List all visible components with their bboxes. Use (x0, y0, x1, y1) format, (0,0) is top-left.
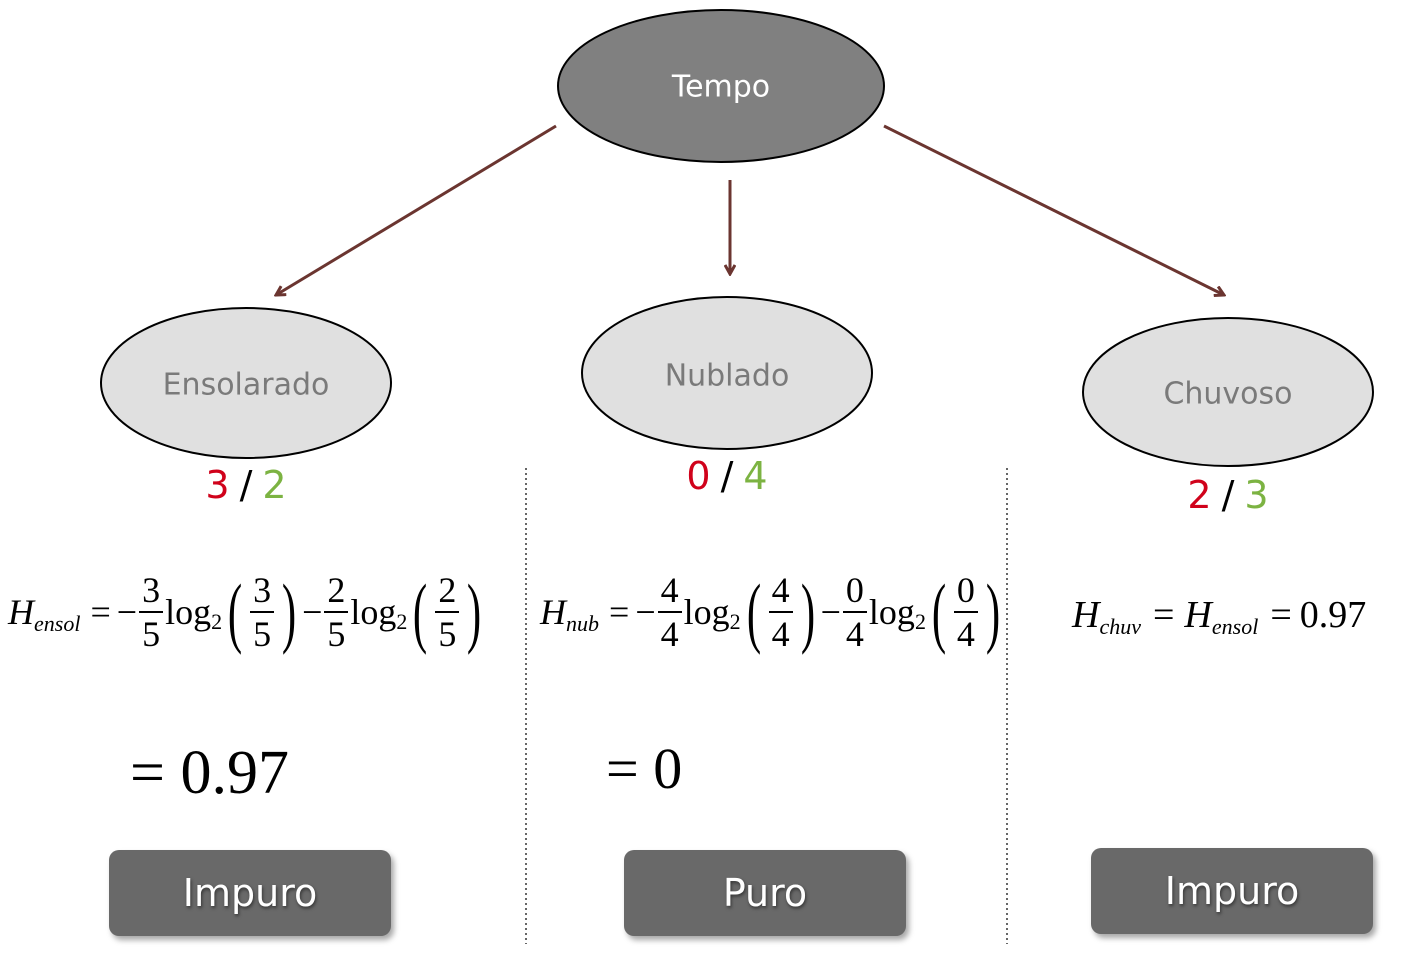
count-ensolarado: 3/2 (205, 463, 286, 507)
node-ensolarado (100, 307, 392, 459)
paren-right: ) (985, 568, 1001, 655)
arrow-to-ensolarado (276, 124, 557, 295)
formula-equals2: = (1270, 594, 1292, 636)
root-node-label: Tempo (671, 70, 770, 105)
count-slash: / (240, 463, 253, 507)
formula-subscript: ensol (34, 611, 81, 636)
formula-minus: − (116, 592, 138, 632)
count-nublado: 0/4 (686, 454, 767, 498)
status-puro-nublado: Puro (624, 850, 906, 936)
formula-minus: − (635, 592, 656, 632)
log-term: log (165, 592, 212, 632)
log-term: log (683, 592, 730, 632)
count-green: 2 (262, 463, 286, 507)
formula-subscript: nub (566, 611, 599, 636)
node-chuvoso-label: Chuvoso (1163, 377, 1292, 412)
root-node (557, 9, 885, 163)
log-term: log (350, 592, 397, 632)
count-chuvoso: 2/3 (1187, 473, 1268, 517)
node-chuvoso (1082, 317, 1374, 467)
formula-h: H (1072, 594, 1100, 636)
node-nublado-label: Nublado (665, 359, 790, 394)
count-slash: / (721, 454, 734, 498)
log-base: 2 (914, 609, 926, 634)
result-nub: = 0 (606, 736, 683, 801)
formula-h: H (8, 592, 34, 632)
result-ensol: = 0.97 (130, 739, 289, 807)
count-red: 3 (205, 463, 229, 507)
formula-subscript2: ensol (1211, 614, 1259, 639)
status-impuro-chuvoso: Impuro (1091, 848, 1373, 934)
count-green: 4 (743, 454, 767, 498)
status-impuro-ensolarado: Impuro (109, 850, 391, 936)
paren-left: ( (931, 568, 947, 655)
arrow-to-chuvoso (883, 124, 1224, 295)
formula-h2: H (1184, 594, 1212, 636)
formula-h: H (540, 592, 566, 632)
paren-right: ) (467, 568, 482, 655)
node-nublado (581, 296, 873, 450)
count-red: 0 (686, 454, 710, 498)
node-ensolarado-label: Ensolarado (163, 368, 330, 403)
formula-equals: = (609, 592, 630, 632)
count-red: 2 (1187, 473, 1211, 517)
paren-left: ( (746, 568, 761, 655)
count-slash: / (1222, 473, 1235, 517)
formula-minus: − (302, 592, 323, 632)
paren-right: ) (281, 568, 297, 655)
formula-minus: − (820, 592, 841, 632)
paren-right: ) (800, 568, 815, 655)
log-base: 2 (729, 609, 741, 634)
log-base: 2 (211, 609, 223, 634)
count-green: 3 (1244, 473, 1268, 517)
paren-left: ( (227, 568, 243, 655)
formula-value: 0.97 (1299, 594, 1367, 636)
log-base: 2 (396, 609, 408, 634)
formula-equals: = (1152, 594, 1175, 636)
formula-subscript: chuv (1099, 614, 1141, 639)
log-term: log (868, 592, 915, 632)
paren-left: ( (413, 568, 428, 655)
formula-equals: = (90, 592, 111, 632)
